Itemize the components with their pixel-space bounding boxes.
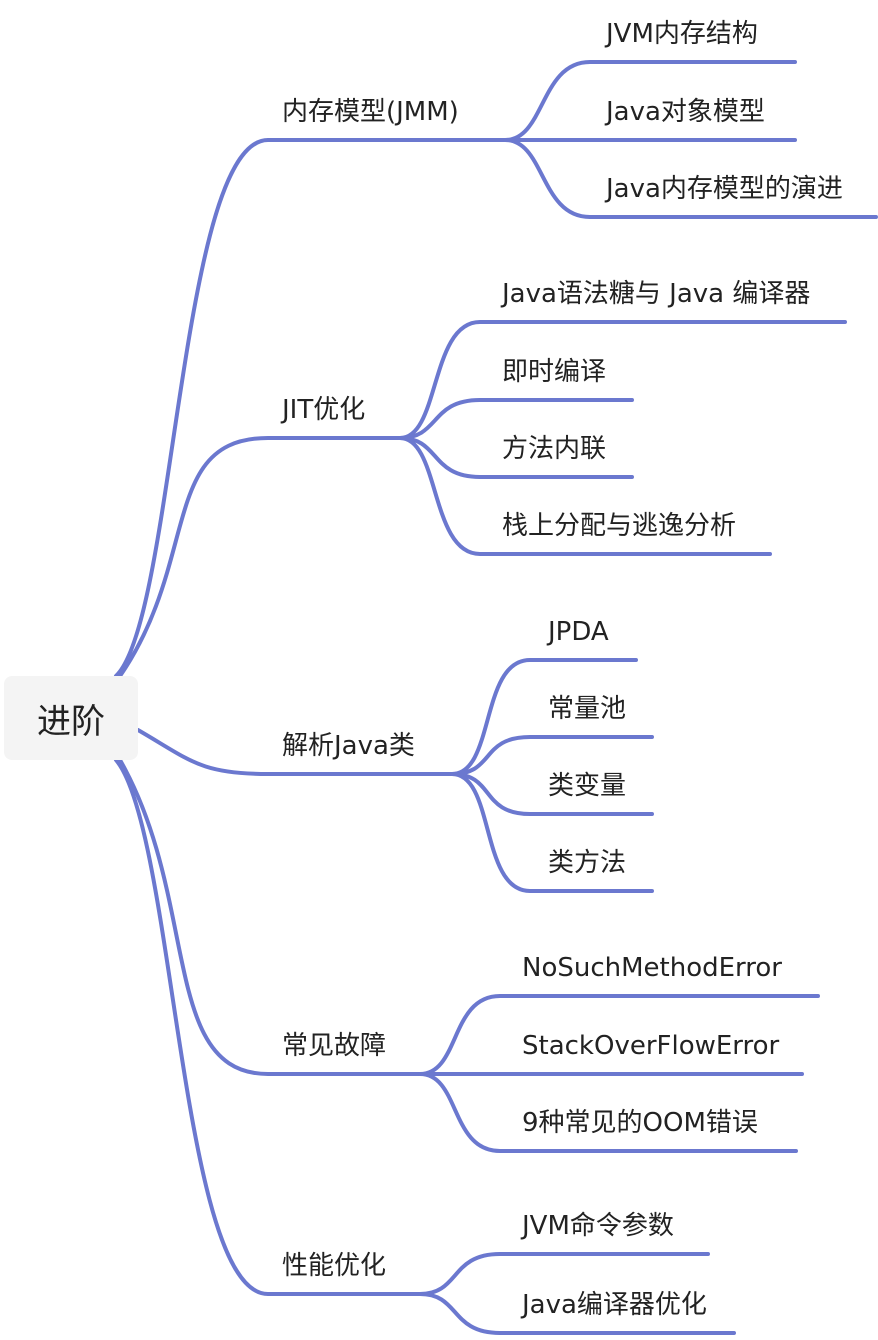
branch-label-class[interactable]: 解析Java类 [282, 731, 415, 761]
connector-jit-1 [398, 320, 847, 440]
connector-fault-1 [418, 994, 820, 1076]
leaf-jmm-2[interactable]: Java对象模型 [606, 97, 765, 127]
branch-label-perf[interactable]: 性能优化 [282, 1251, 387, 1281]
leaf-jit-4[interactable]: 栈上分配与逃逸分析 [502, 511, 737, 541]
leaf-jmm-3[interactable]: Java内存模型的演进 [606, 174, 843, 204]
leaf-perf-2[interactable]: Java编译器优化 [522, 1290, 707, 1320]
leaf-jit-3[interactable]: 方法内联 [502, 434, 607, 464]
connector-fault-3 [418, 1072, 798, 1153]
branch-label-fault[interactable]: 常见故障 [282, 1031, 387, 1061]
leaf-jit-1[interactable]: Java语法糖与 Java 编译器 [502, 279, 811, 309]
connector-jit-4 [398, 436, 772, 556]
connector-jit-3 [398, 436, 634, 479]
leaf-class-2[interactable]: 常量池 [548, 694, 627, 724]
connector-root-perf [114, 758, 422, 1296]
connector-perf-2 [418, 1292, 736, 1335]
leaf-class-1[interactable]: JPDA [548, 617, 609, 647]
leaf-fault-2[interactable]: StackOverFlowError [522, 1031, 780, 1061]
root-node[interactable]: 进阶 [4, 676, 138, 760]
leaf-jit-2[interactable]: 即时编译 [502, 357, 607, 387]
root-label: 进阶 [37, 701, 105, 742]
connector-class-4 [450, 772, 654, 893]
leaf-fault-1[interactable]: NoSuchMethodError [522, 953, 782, 983]
connector-perf-1 [418, 1252, 710, 1296]
connector-class-1 [450, 658, 638, 776]
leaf-fault-3[interactable]: 9种常见的OOM错误 [522, 1108, 758, 1138]
leaf-perf-1[interactable]: JVM命令参数 [522, 1211, 674, 1241]
connector-root-jit [118, 436, 402, 678]
connector-class-3 [450, 772, 654, 816]
connector-jit-2 [398, 398, 634, 440]
branch-label-jmm[interactable]: 内存模型(JMM) [282, 97, 459, 127]
leaf-jmm-1[interactable]: JVM内存结构 [606, 19, 758, 49]
connector-root-jmm [114, 138, 507, 678]
connector-jmm-3 [503, 138, 878, 219]
branch-label-jit[interactable]: JIT优化 [282, 395, 366, 425]
connector-root-class [136, 728, 454, 776]
leaf-class-3[interactable]: 类变量 [548, 771, 627, 801]
connector-class-2 [450, 735, 654, 776]
connector-root-fault [118, 758, 422, 1076]
leaf-class-4[interactable]: 类方法 [548, 848, 627, 878]
connector-jmm-1 [503, 60, 797, 142]
